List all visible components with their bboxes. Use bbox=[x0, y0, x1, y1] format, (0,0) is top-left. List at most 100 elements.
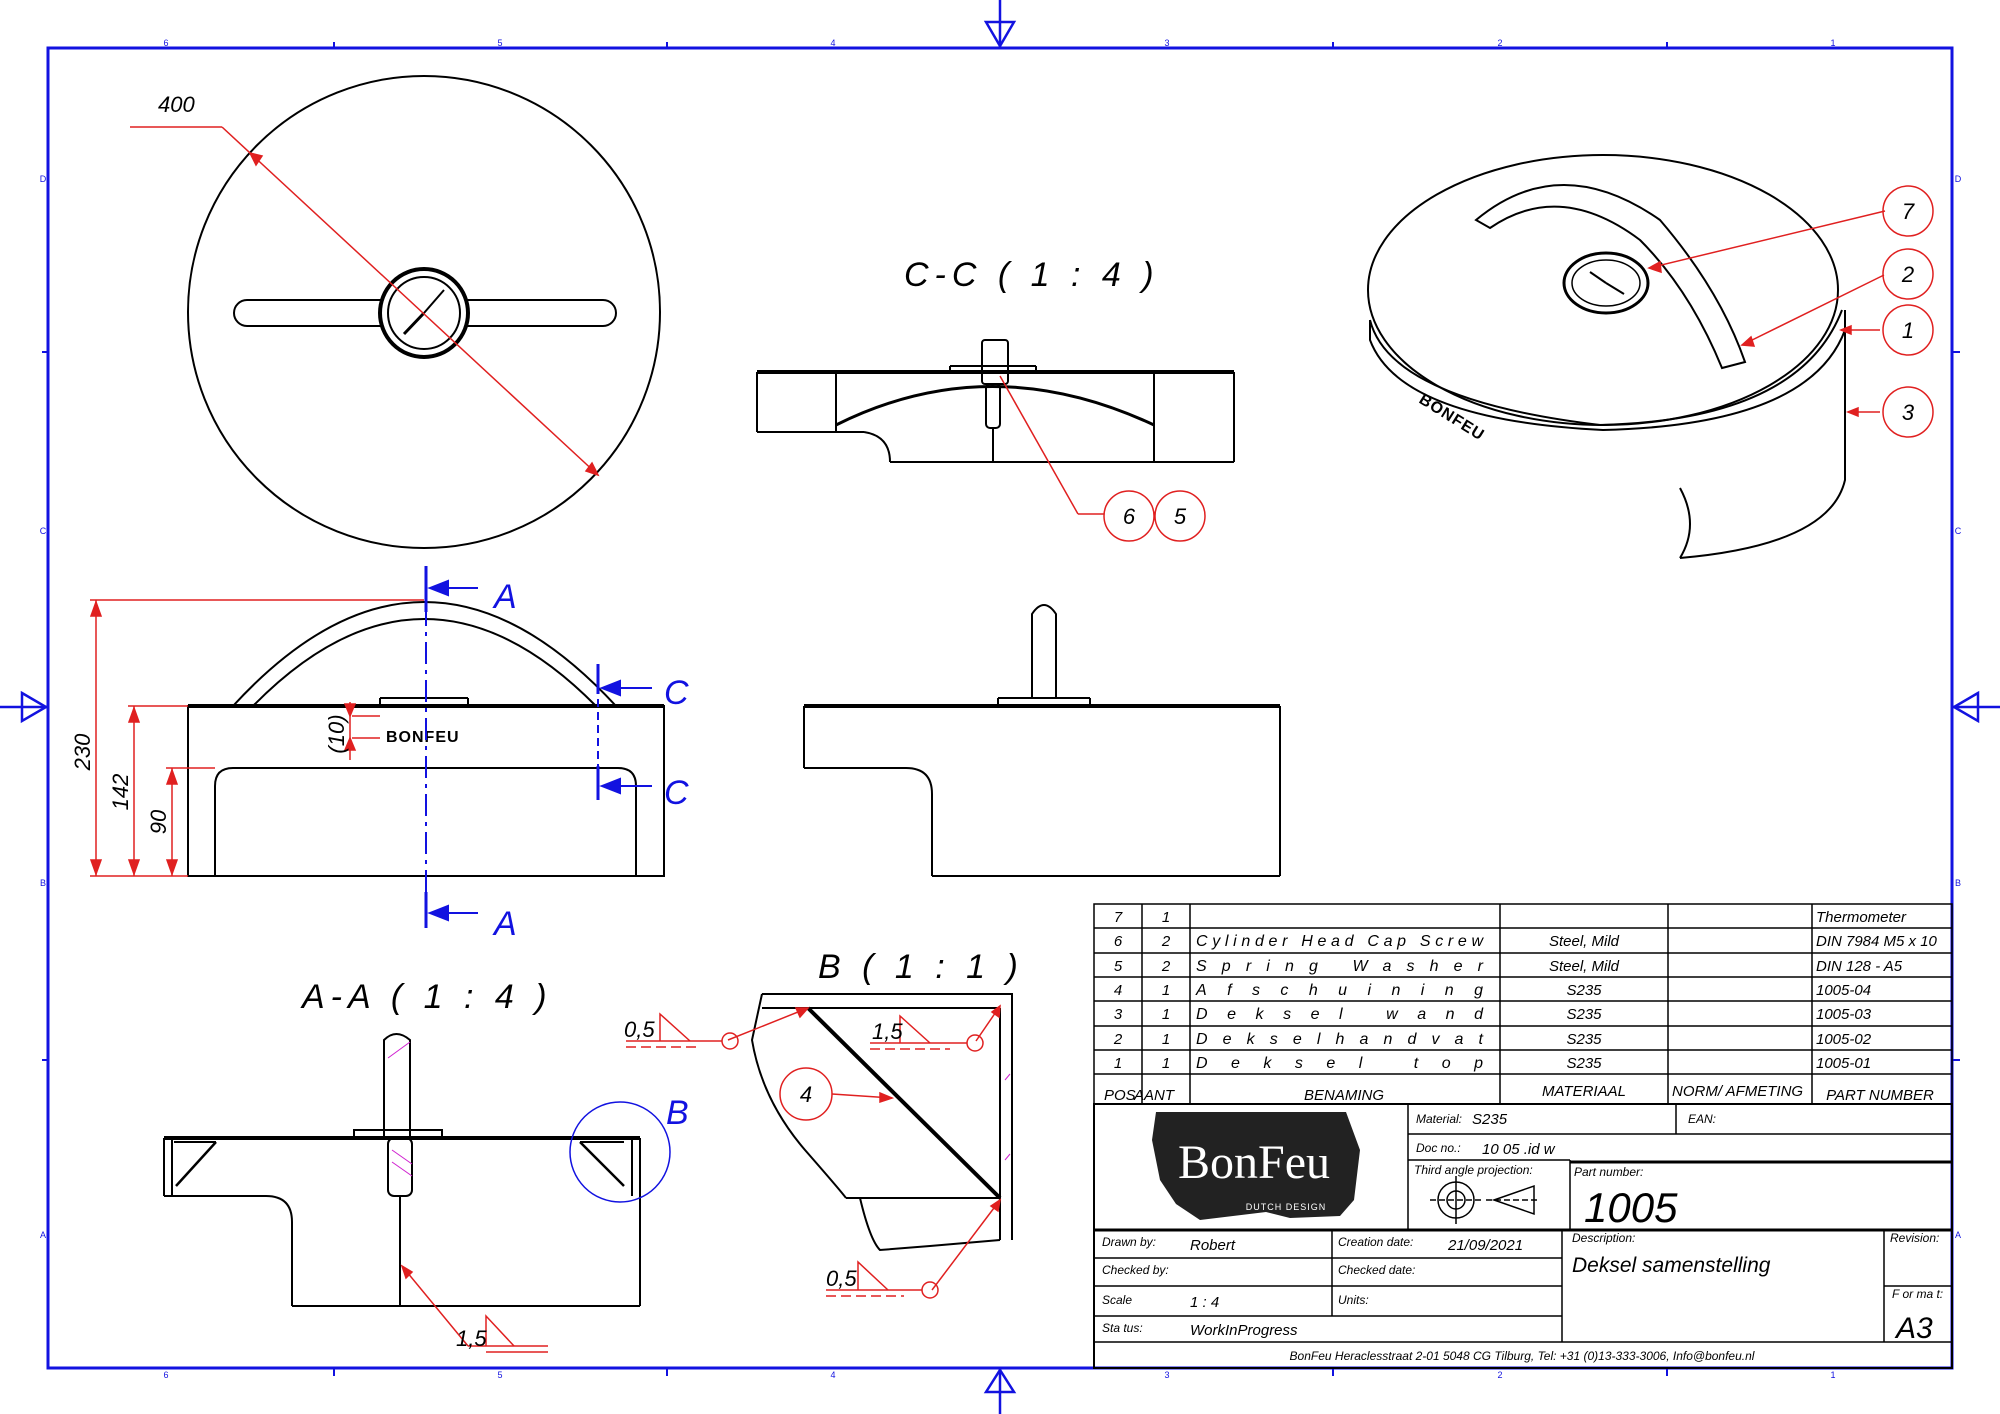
detail-b-view: B ( 1 : 1 ) bbox=[624, 948, 1018, 1299]
zone-ticks-top bbox=[42, 42, 1960, 1376]
bom-row-7-part: Thermometer bbox=[1816, 909, 1907, 926]
bom-header-part: PART NUMBER bbox=[1826, 1087, 1934, 1104]
section-cc-view: C-C ( 1 : 4 ) 6 5 bbox=[756, 256, 1235, 542]
scale-label: Scale bbox=[1102, 1293, 1132, 1307]
checked-date-label: Checked date: bbox=[1338, 1263, 1415, 1277]
zone-row-a-right: A bbox=[1955, 1230, 1961, 1240]
balloon-2 bbox=[1882, 248, 1934, 300]
bom-row-7-pos: 7 bbox=[1114, 909, 1123, 926]
dim-142-label: 142 bbox=[108, 774, 133, 811]
bom-row-6-name: Cylinder Head Cap Screw bbox=[1196, 933, 1496, 950]
status-label: Sta tus: bbox=[1102, 1321, 1143, 1335]
zone-col-2-top: 2 bbox=[1497, 38, 1502, 48]
section-aa-title: A-A ( 1 : 4 ) bbox=[300, 978, 553, 1016]
cut-c-top-label: C bbox=[664, 674, 689, 712]
zone-col-4-bottom: 4 bbox=[830, 1370, 835, 1380]
bom-row-3-part: 1005-03 bbox=[1816, 1006, 1872, 1023]
bonfeu-logo: BonFeu DUTCH DESIGN bbox=[1152, 1112, 1360, 1220]
bom-row-1-pos: 1 bbox=[1114, 1055, 1122, 1072]
balloon-4-label: 4 bbox=[800, 1082, 812, 1107]
bom-row-1-name: Deksel top bbox=[1196, 1055, 1496, 1072]
bom-row-5-pos: 5 bbox=[1114, 958, 1123, 975]
cut-a-bottom-label: A bbox=[492, 905, 517, 943]
bom-row-3-qty: 1 bbox=[1162, 1006, 1170, 1023]
balloon-5-label: 5 bbox=[1174, 504, 1187, 529]
zone-col-3-bottom: 3 bbox=[1164, 1370, 1169, 1380]
bom-row-6-part: DIN 7984 M5 x 10 bbox=[1816, 933, 1938, 950]
weld-b-left-label: 0,5 bbox=[624, 1017, 655, 1042]
bom-header-material: MATERIAAL bbox=[1542, 1083, 1626, 1100]
bom-row-2-qty: 1 bbox=[1162, 1031, 1170, 1048]
zone-row-c-left: C bbox=[40, 526, 47, 536]
dim-90-label: 90 bbox=[146, 809, 171, 834]
bom-row-5-part: DIN 128 - A5 bbox=[1816, 958, 1903, 975]
front-brand-text: BONFEU bbox=[386, 729, 460, 746]
third-angle-projection-icon bbox=[1430, 1176, 1540, 1224]
bom-row-6-material: Steel, Mild bbox=[1549, 933, 1620, 950]
cut-a-top-label: A bbox=[492, 578, 517, 616]
material-label: Material: bbox=[1416, 1112, 1462, 1126]
bom-row-6-qty: 2 bbox=[1161, 933, 1171, 950]
part-number-value: 1005 bbox=[1584, 1184, 1678, 1231]
creation-date-value: 21/09/2021 bbox=[1447, 1237, 1523, 1254]
bom-row-5-name: Spring Washer bbox=[1196, 958, 1496, 975]
top-view: 400 bbox=[130, 75, 661, 549]
zone-col-5-bottom: 5 bbox=[497, 1370, 502, 1380]
balloon-7-label: 7 bbox=[1902, 199, 1915, 224]
bom-row-3-name: Deksel wand bbox=[1196, 1006, 1496, 1023]
balloon-1 bbox=[1882, 304, 1934, 356]
balloon-3 bbox=[1882, 386, 1934, 438]
bom-row-5-material: Steel, Mild bbox=[1549, 958, 1620, 975]
description-label: Description: bbox=[1572, 1231, 1635, 1245]
zone-col-1-bottom: 1 bbox=[1830, 1370, 1835, 1380]
drawn-by-value: Robert bbox=[1190, 1237, 1236, 1254]
description-value: Deksel samenstelling bbox=[1572, 1254, 1771, 1277]
bom-row-2-pos: 2 bbox=[1113, 1031, 1123, 1048]
logo-tagline: DUTCH DESIGN bbox=[1246, 1202, 1327, 1212]
units-label: Units: bbox=[1338, 1293, 1369, 1307]
cut-c-bottom-label: C bbox=[664, 774, 689, 812]
drawn-by-label: Drawn by: bbox=[1102, 1235, 1156, 1249]
section-cc-title: C-C ( 1 : 4 ) bbox=[904, 256, 1160, 294]
dim-10-label: (10) bbox=[324, 714, 349, 753]
revision-label: Revision: bbox=[1890, 1231, 1939, 1245]
zone-col-5-top: 5 bbox=[497, 38, 502, 48]
bom-header-norm: NORM/ AFMETING bbox=[1672, 1083, 1803, 1100]
detail-b-circle bbox=[569, 1101, 671, 1203]
bom-row-2-part: 1005-02 bbox=[1816, 1031, 1872, 1048]
ean-label: EAN: bbox=[1688, 1112, 1716, 1126]
bom-row-1-material: S235 bbox=[1566, 1055, 1602, 1072]
format-value: A3 bbox=[1894, 1312, 1933, 1345]
bom-row-4-material: S235 bbox=[1566, 982, 1602, 999]
zone-row-d-left: D bbox=[40, 174, 47, 184]
bom-header-qty: AANT bbox=[1133, 1087, 1176, 1104]
status-value: WorkInProgress bbox=[1190, 1322, 1298, 1339]
section-aa-view: A-A ( 1 : 4 ) B bbox=[163, 978, 689, 1353]
weld-b-right-label: 1,5 bbox=[872, 1019, 903, 1044]
title-block: BonFeu DUTCH DESIGN Material: S235 EAN: … bbox=[1093, 1103, 1953, 1369]
bom-row-4-pos: 4 bbox=[1114, 982, 1122, 999]
zone-col-6-bottom: 6 bbox=[163, 1370, 168, 1380]
weld-b-bottom-label: 0,5 bbox=[826, 1266, 857, 1291]
zone-row-d-right: D bbox=[1955, 174, 1962, 184]
doc-no-label: Doc no.: bbox=[1416, 1141, 1461, 1155]
bom-row-1-qty: 1 bbox=[1162, 1055, 1170, 1072]
projection-label: Third angle projection: bbox=[1414, 1163, 1533, 1177]
balloon-2-label: 2 bbox=[1901, 262, 1914, 287]
front-view: BONFEU 230 142 90 (10) bbox=[70, 566, 689, 943]
balloon-3-label: 3 bbox=[1902, 400, 1915, 425]
balloon-7 bbox=[1882, 185, 1934, 237]
bom-row-4-name: Afschuining bbox=[1195, 982, 1496, 999]
creation-date-label: Creation date: bbox=[1338, 1235, 1413, 1249]
logo-wordmark: BonFeu bbox=[1178, 1136, 1330, 1189]
lid-outline-top bbox=[187, 75, 661, 549]
detail-b-ref-label: B bbox=[666, 1094, 689, 1132]
dimension-400 bbox=[130, 126, 600, 477]
bom-row-7-qty: 1 bbox=[1162, 909, 1170, 926]
zone-row-c-right: C bbox=[1955, 526, 1962, 536]
dim-230-label: 230 bbox=[70, 733, 95, 771]
bom-row-4-qty: 1 bbox=[1162, 982, 1170, 999]
balloon-6 bbox=[1103, 490, 1155, 542]
